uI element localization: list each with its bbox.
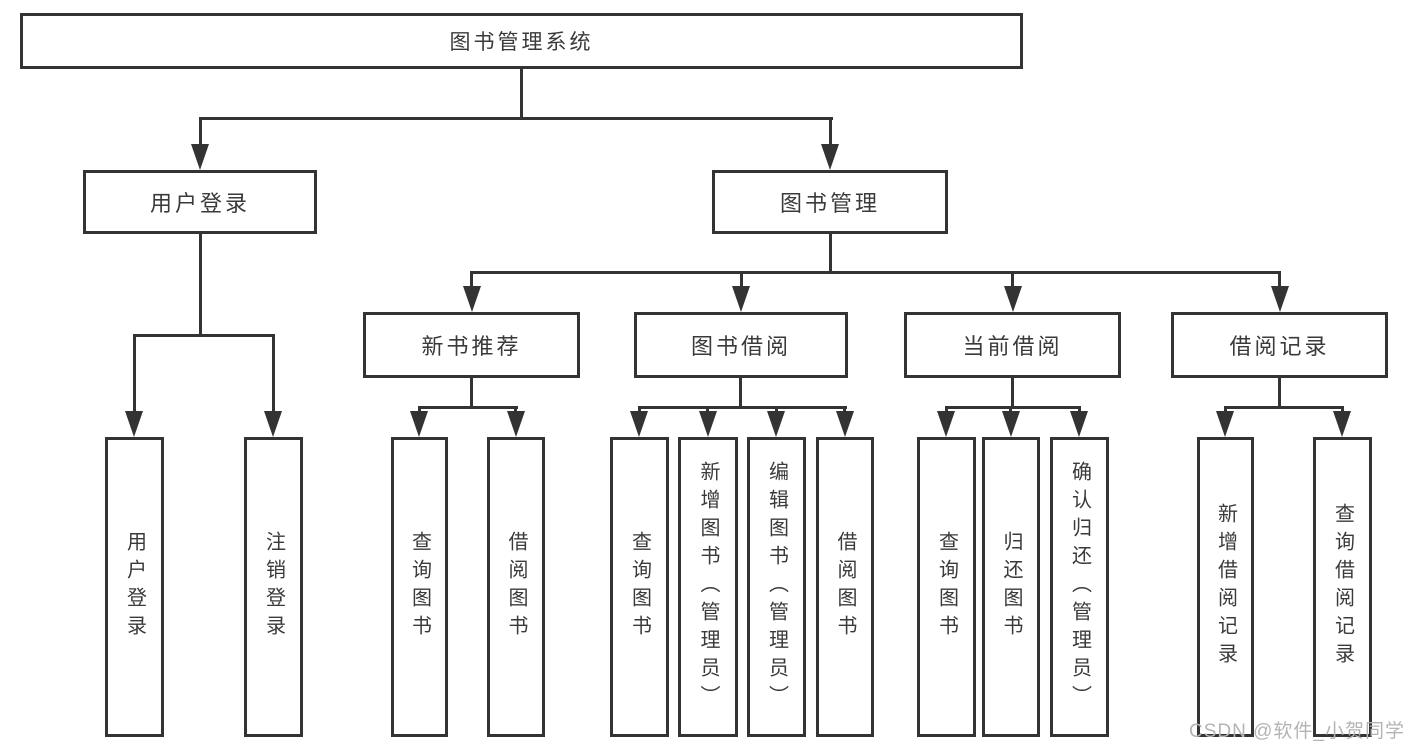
leaf-confirm-return-admin: 确认归还（管理员）	[1050, 437, 1109, 737]
connector-arrow-shaft	[272, 334, 275, 414]
connector-borrow-records-stem	[1278, 375, 1281, 408]
connector-root-bar	[199, 117, 833, 120]
leaf-edit-book-admin: 编辑图书（管理员）	[747, 437, 806, 737]
connector-user-login-bar	[133, 334, 275, 337]
arrow-down-icon	[732, 286, 750, 312]
connector-arrow-shaft	[945, 406, 948, 415]
connector-arrow-shaft	[775, 406, 778, 415]
connector-borrow-records-bar	[1224, 406, 1344, 409]
arrow-down-icon	[767, 411, 785, 437]
node-user-login: 用户登录	[83, 170, 317, 234]
arrow-down-icon	[630, 411, 648, 437]
connector-book-borrowing-bar	[638, 406, 847, 409]
connector-arrow-shaft	[133, 334, 136, 414]
arrow-down-icon	[191, 144, 209, 170]
connector-arrow-shaft	[740, 271, 743, 292]
node-new-book-recommendation: 新书推荐	[363, 312, 580, 378]
connector-arrow-shaft	[470, 271, 473, 292]
arrow-down-icon	[1070, 411, 1088, 437]
connector-arrow-shaft	[843, 406, 846, 415]
connector-arrow-shaft	[638, 406, 641, 415]
arrow-down-icon	[1333, 411, 1351, 437]
arrow-down-icon	[1216, 411, 1234, 437]
arrow-down-icon	[463, 286, 481, 312]
arrow-down-icon	[410, 411, 428, 437]
connector-book-mgmt-bar	[470, 271, 1281, 274]
leaf-query-borrow-record: 查询借阅记录	[1313, 437, 1372, 737]
leaf-user-login: 用户登录	[105, 437, 164, 737]
connector-arrow-shaft	[418, 406, 421, 415]
connector-arrow-shaft	[706, 406, 709, 415]
connector-arrow-shaft	[199, 117, 202, 147]
arrow-down-icon	[507, 411, 525, 437]
node-library-management-system: 图书管理系统	[20, 13, 1023, 69]
arrow-down-icon	[264, 411, 282, 437]
connector-arrow-shaft	[829, 117, 832, 147]
connector-new-book-bar	[418, 406, 518, 409]
leaf-add-borrow-record: 新增借阅记录	[1197, 437, 1254, 737]
leaf-query-books-current: 查询图书	[917, 437, 976, 737]
leaf-add-book-admin: 新增图书（管理员）	[678, 437, 738, 737]
leaf-logout: 注销登录	[244, 437, 303, 737]
node-book-borrowing: 图书借阅	[634, 312, 848, 378]
node-borrowing-records: 借阅记录	[1171, 312, 1388, 378]
connector-arrow-shaft	[1224, 406, 1227, 415]
connector-new-book-stem	[470, 375, 473, 408]
connector-arrow-shaft	[514, 406, 517, 415]
arrow-down-icon	[699, 411, 717, 437]
node-current-borrowing: 当前借阅	[904, 312, 1121, 378]
connector-book-mgmt-stem	[829, 232, 832, 273]
leaf-query-books-recommend: 查询图书	[391, 437, 448, 737]
leaf-query-books-borrowing: 查询图书	[610, 437, 669, 737]
connector-user-login-stem	[199, 231, 202, 336]
arrow-down-icon	[836, 411, 854, 437]
arrow-down-icon	[1271, 286, 1289, 312]
watermark: CSDN @软件_小贺同学	[1189, 721, 1405, 742]
connector-current-borrowing-stem	[1011, 375, 1014, 408]
leaf-borrow-books: 借阅图书	[816, 437, 874, 737]
arrow-down-icon	[125, 411, 143, 437]
connector-arrow-shaft	[1278, 271, 1281, 292]
arrow-down-icon	[1002, 411, 1020, 437]
connector-arrow-shaft	[1011, 271, 1014, 292]
connector-arrow-shaft	[1009, 406, 1012, 415]
arrow-down-icon	[937, 411, 955, 437]
connector-book-borrowing-stem	[739, 375, 742, 408]
leaf-borrow-books-recommend: 借阅图书	[487, 437, 545, 737]
leaf-return-books: 归还图书	[982, 437, 1040, 737]
connector-current-borrowing-bar	[945, 406, 1081, 409]
node-book-management: 图书管理	[712, 170, 948, 234]
arrow-down-icon	[821, 144, 839, 170]
connector-arrow-shaft	[1078, 406, 1081, 415]
arrow-down-icon	[1004, 286, 1022, 312]
connector-arrow-shaft	[1341, 406, 1344, 415]
connector-root-stem	[520, 67, 523, 120]
